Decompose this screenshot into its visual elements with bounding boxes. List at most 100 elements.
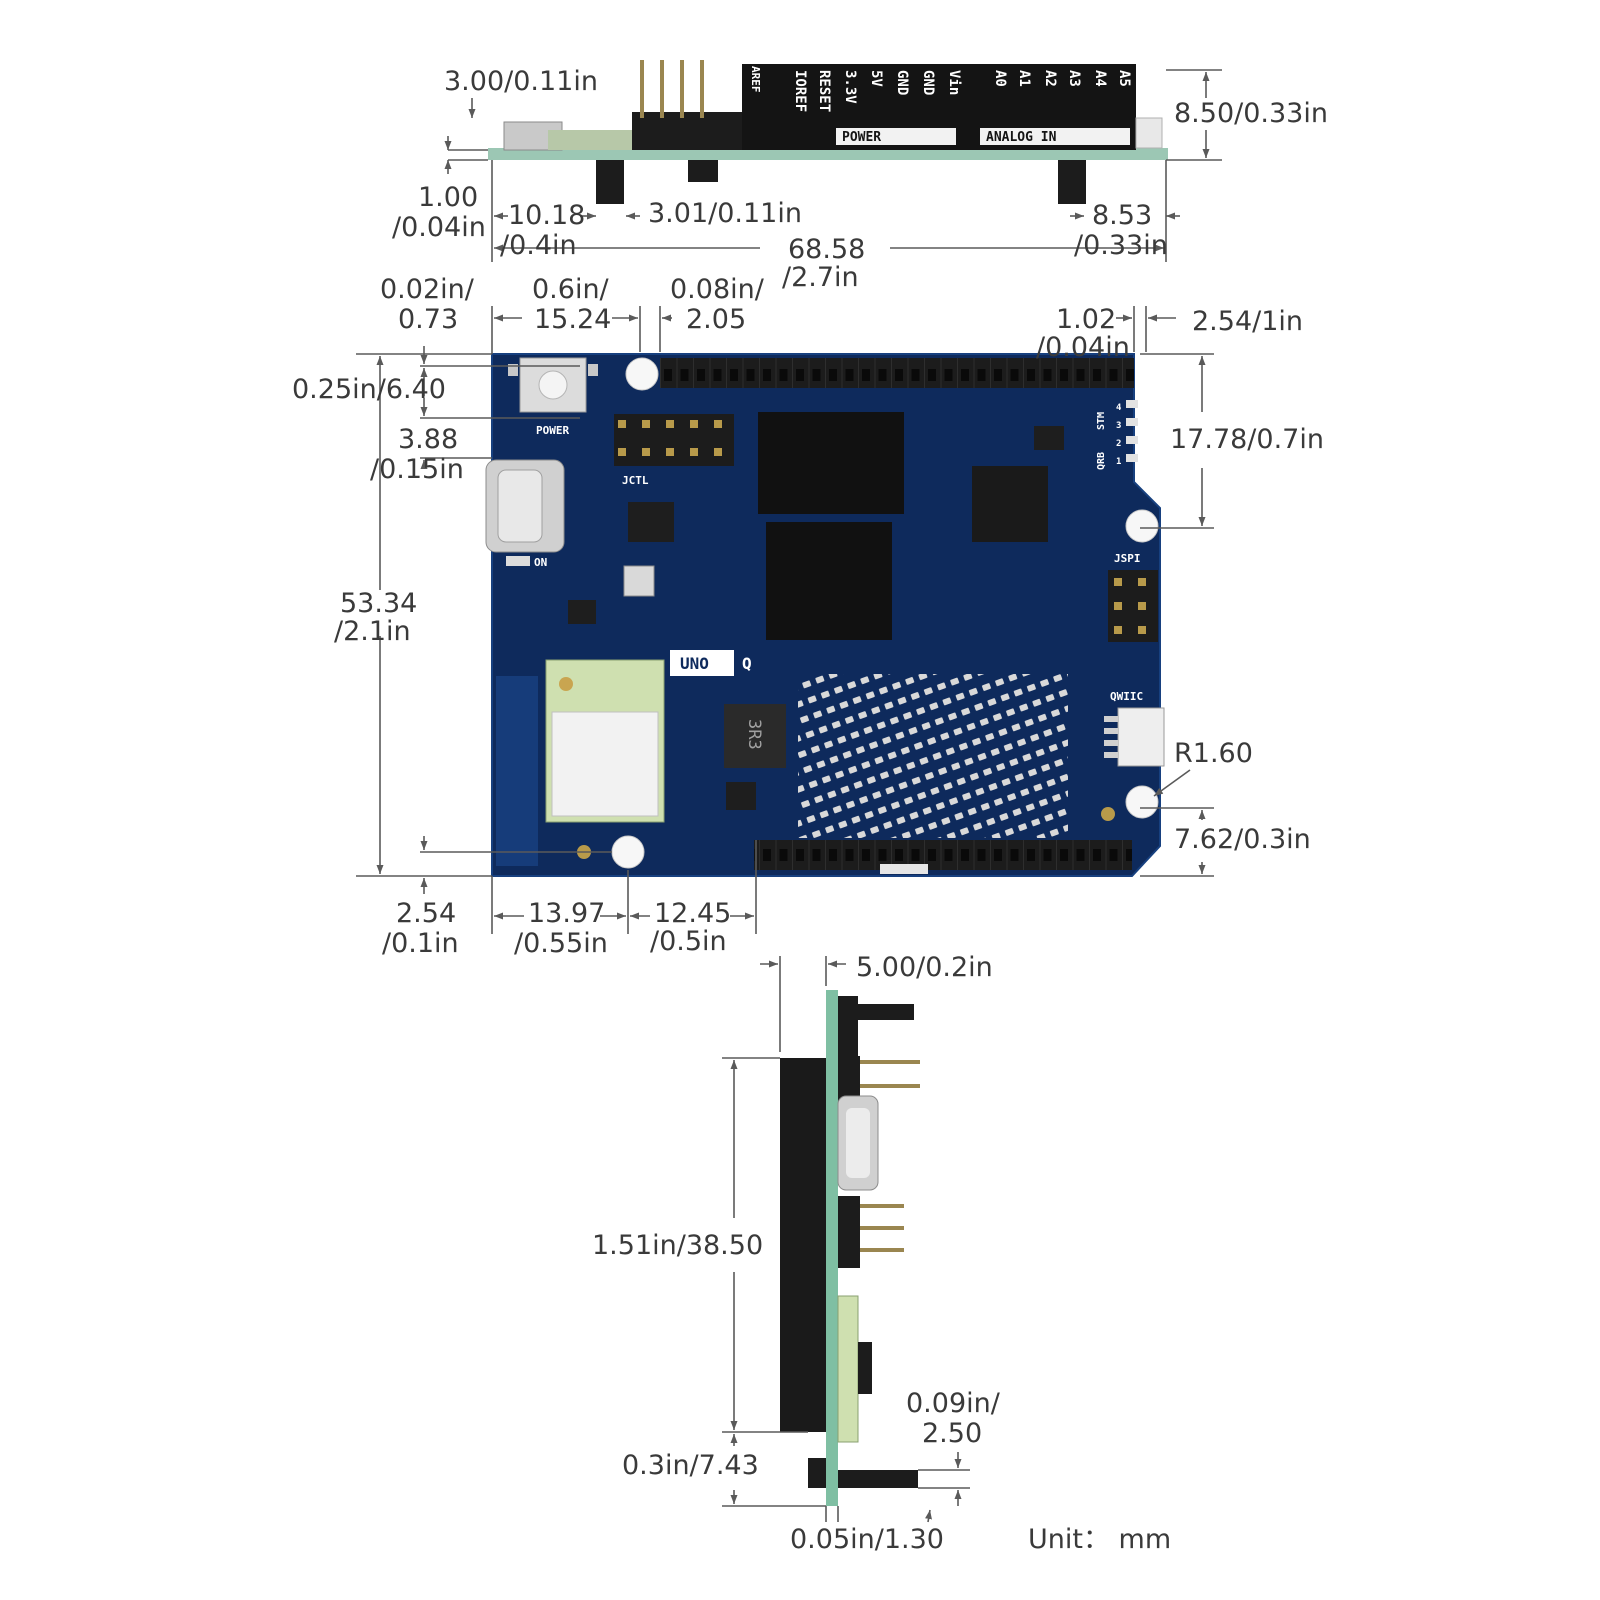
dim-g: 0.25in/6.40	[292, 374, 446, 405]
side-view-dimension-lines	[722, 956, 970, 1523]
dim-header-height: 8.50/0.33in	[1174, 98, 1328, 129]
memory-chip-1	[758, 412, 904, 514]
header-pin-label: GND	[920, 70, 936, 95]
inductor: 3R3	[724, 704, 786, 768]
mount-hole-top-left	[625, 357, 659, 391]
dim-o-mm: 12.45	[654, 898, 731, 929]
dim-q: 1.51in/38.50	[592, 1230, 763, 1261]
dim-r-in: 0.09in/	[906, 1388, 1001, 1419]
unit-label: Unit： mm	[1028, 1524, 1171, 1555]
mount-hole-bottom-left	[611, 835, 645, 869]
power-section-bar	[836, 128, 956, 145]
silk-jspi: JSPI	[1114, 552, 1141, 565]
silk-qrb: QRB	[1096, 452, 1107, 470]
power-section-label: POWER	[842, 130, 881, 145]
usb-c-port	[485, 459, 565, 553]
dim-n-mm: 13.97	[528, 898, 605, 929]
side-view-dimension-labels: 5.00/0.2in 1.51in/38.50 0.09in/ 2.50 0.3…	[592, 952, 1001, 1555]
dim-part-width: 3.01/0.11in	[648, 198, 802, 229]
led-number-label: 4	[1116, 403, 1122, 413]
header-small-label: AREF	[749, 66, 762, 93]
dim-left-part-mm: 10.18	[508, 200, 585, 231]
dim-m-in: /0.1in	[382, 928, 459, 959]
side-usb-c	[837, 1095, 879, 1191]
on-led	[506, 556, 530, 566]
small-ic-left	[568, 600, 596, 624]
header-small-label: SDA	[721, 66, 734, 86]
header-pin-label: RESET	[816, 70, 832, 112]
header-pin-label: A4	[1092, 70, 1108, 87]
top-view-dimension-lines	[444, 69, 1222, 262]
memory-chip-2	[766, 522, 892, 640]
header-block-edge	[632, 112, 742, 150]
bottom-header-row	[754, 840, 1132, 870]
top-header-row	[660, 358, 1134, 388]
side-edge-view	[780, 990, 920, 1506]
side-module	[837, 1295, 859, 1443]
dim-f: 2.54/1in	[1192, 306, 1303, 337]
dim-l: 7.62/0.3in	[1174, 824, 1311, 855]
header-pin-label: IOREF	[792, 70, 808, 112]
small-ic-bottom	[726, 782, 756, 810]
side-bottom-part	[808, 1458, 826, 1488]
wifi-module	[545, 659, 665, 823]
dim-pcb-offset-mm: 1.00	[418, 182, 478, 213]
dim-o-in: /0.5in	[650, 926, 727, 957]
antenna-area	[496, 676, 538, 866]
pin-headers-edge	[640, 60, 704, 118]
dim-p: 5.00/0.2in	[856, 952, 993, 983]
silk-q: Q	[742, 654, 752, 673]
svg-text:STM: STM	[1096, 412, 1107, 430]
side-header-pins-1	[838, 1056, 920, 1104]
header-pin-label: A1	[1016, 70, 1032, 87]
bottom-header-notch	[880, 864, 928, 874]
dim-r-mm: 2.50	[922, 1418, 982, 1449]
silk-jctl: JCTL	[622, 474, 649, 487]
dim-left-part-in: /0.4in	[500, 230, 577, 261]
header-pin-label: A2	[1042, 70, 1058, 87]
dim-s: 0.3in/7.43	[622, 1450, 759, 1481]
pad-bottom-right	[1101, 807, 1115, 821]
silk-uno: UNO	[680, 654, 709, 673]
pcb-underside-part-left	[596, 160, 624, 204]
silk-inductor: 3R3	[744, 719, 764, 750]
silk-on: ON	[534, 556, 547, 569]
small-ic-right	[1034, 426, 1064, 450]
dim-b-in: 0.6in/	[532, 274, 610, 305]
dim-b-mm: 15.24	[534, 304, 611, 335]
dim-pcb-offset-in: /0.04in	[392, 212, 486, 243]
board-view-dimension-lines	[356, 306, 1214, 934]
power-button	[508, 357, 598, 413]
led-number-label: 1	[1116, 457, 1121, 467]
jctl-header	[614, 414, 734, 466]
header-pin-label: GND	[894, 70, 910, 95]
pcb-side	[826, 990, 838, 1506]
led-number-label: 3	[1116, 421, 1121, 431]
dim-j-in: /2.1in	[334, 616, 411, 647]
dim-e-mm: 1.02	[1056, 304, 1116, 335]
header-pin-label: 3.3V	[842, 70, 858, 104]
board-top-view: POWER JCTL ON	[485, 353, 1165, 877]
dim-c-in: 0.08in/	[670, 274, 765, 305]
dim-a-in: 0.02in/	[380, 274, 475, 305]
dim-t: 0.05in/1.30	[790, 1524, 944, 1555]
dim-i: 17.78/0.7in	[1170, 424, 1324, 455]
pcb-underside-part-right	[1058, 160, 1086, 204]
side-header-block	[780, 1058, 826, 1432]
silk-qwiic: QWIIC	[1110, 690, 1143, 703]
dim-right-part-in: /0.33in	[1074, 230, 1168, 261]
processor-chip	[972, 466, 1048, 542]
crystal	[623, 565, 655, 597]
silk-power: POWER	[536, 424, 569, 437]
silk-stm: STM	[1096, 412, 1107, 430]
pcb-edge	[488, 148, 1168, 160]
side-header-pins-2	[838, 1196, 904, 1268]
mount-hole-bottom-right	[1125, 785, 1159, 819]
mount-hole-top-right	[1125, 509, 1159, 543]
led-matrix	[798, 674, 1068, 838]
dim-board-length-mm: 68.58	[788, 234, 865, 265]
dim-m-mm: 2.54	[396, 898, 456, 929]
header-pin-label: A0	[992, 70, 1008, 87]
